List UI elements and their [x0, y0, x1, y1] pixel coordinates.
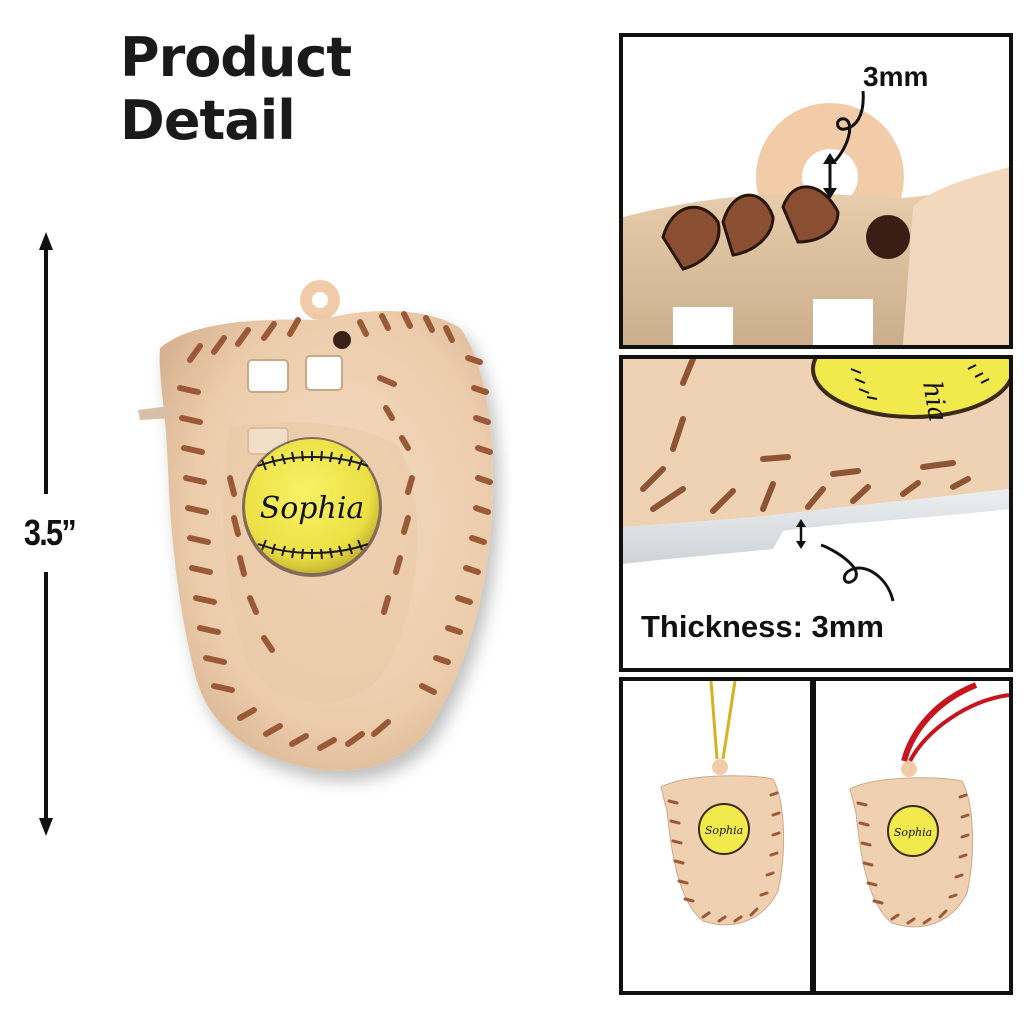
variant-panel-red-ribbon: Sophia [812, 677, 1013, 995]
double-headed-arrow-icon [39, 232, 53, 836]
thickness-label: Thickness: 3mm [641, 609, 884, 644]
personalized-name: Sophia [705, 824, 743, 837]
red-ribbon [901, 682, 978, 762]
callout-pointer [833, 90, 865, 163]
personalized-name: Sophia [894, 826, 932, 839]
ball-text-fragment: hia [916, 379, 953, 424]
double-headed-arrow-icon [823, 153, 837, 199]
height-dimension: 3.5” [20, 232, 77, 836]
softball [887, 805, 939, 857]
glove-ornament-illustration: Sophia [138, 280, 493, 771]
callout-pointer [820, 543, 895, 602]
double-headed-arrow-icon [796, 519, 806, 549]
page-title: Product Detail [120, 26, 352, 152]
hole-size-label: 3mm [863, 61, 929, 92]
product-image-main: Sophia [130, 278, 510, 798]
variant-panel-gold-string: Sophia [619, 677, 814, 995]
detail-panel-hole: 3mm [619, 33, 1013, 349]
detail-panel-thickness: hia Thickness: 3mm [619, 355, 1013, 672]
softball: Sophia [242, 437, 382, 577]
gold-string [709, 681, 719, 760]
personalized-name: Sophia [260, 491, 365, 526]
softball [698, 803, 750, 855]
height-label: 3.5” [23, 512, 77, 553]
